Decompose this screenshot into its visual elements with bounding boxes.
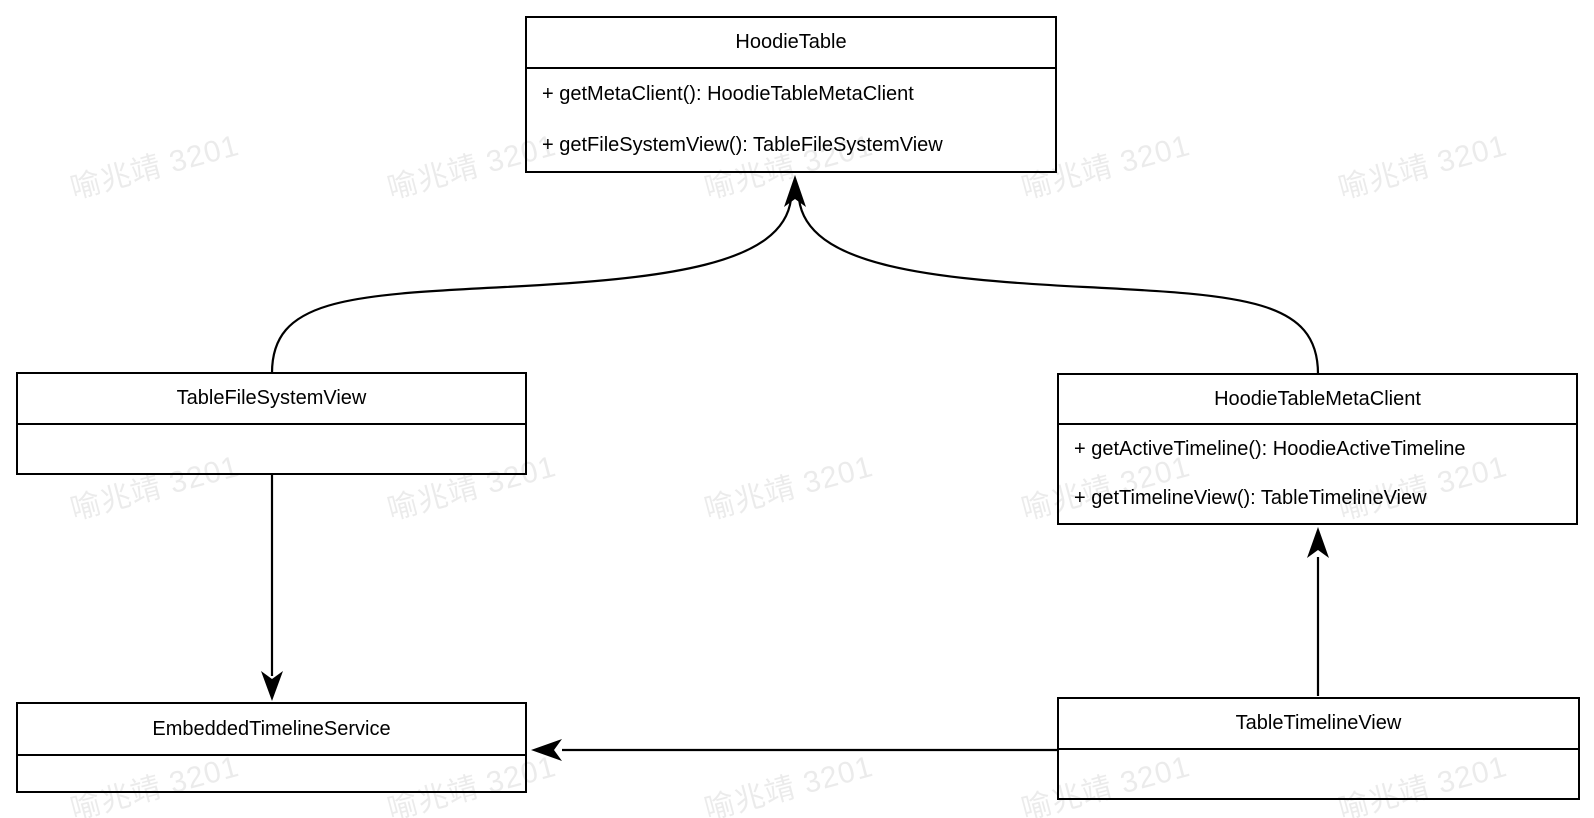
method-getfilesystemview: + getFileSystemView(): TableFileSystemVi…	[542, 134, 943, 156]
class-methods-empty	[1059, 750, 1578, 798]
class-methods: + getActiveTimeline(): HoodieActiveTimel…	[1059, 425, 1576, 523]
class-methods-empty	[18, 425, 525, 473]
arrowhead-up-hoodietablemetaclient	[1307, 527, 1329, 558]
class-embedded-timeline-service: EmbeddedTimelineService	[16, 702, 527, 793]
class-table-file-system-view: TableFileSystemView	[16, 372, 527, 475]
edge-tablefilesystemview-to-hoodietable	[270, 198, 793, 374]
class-hoodie-table-meta-client: HoodieTableMetaClient + getActiveTimelin…	[1057, 373, 1578, 525]
arrowhead-up-hoodietable	[784, 175, 806, 207]
class-title: TableFileSystemView	[18, 374, 525, 425]
edge-hoodietablemetaclient-to-hoodietable	[797, 198, 1320, 375]
class-methods-empty	[18, 756, 525, 791]
class-title: HoodieTableMetaClient	[1059, 375, 1576, 425]
class-table-timeline-view: TableTimelineView	[1057, 697, 1580, 800]
method-gettimelineview: + getTimelineView(): TableTimelineView	[1074, 487, 1427, 509]
method-getactivetimeline: + getActiveTimeline(): HoodieActiveTimel…	[1074, 438, 1466, 460]
class-methods: + getMetaClient(): HoodieTableMetaClient…	[527, 69, 1055, 171]
class-hoodie-table: HoodieTable + getMetaClient(): HoodieTab…	[525, 16, 1057, 173]
class-title: EmbeddedTimelineService	[18, 704, 525, 756]
class-title: HoodieTable	[527, 18, 1055, 69]
method-getmetaclient: + getMetaClient(): HoodieTableMetaClient	[542, 83, 914, 105]
arrowhead-left-embeddedtimelineservice	[531, 739, 562, 761]
arrowhead-down-embeddedtimelineservice	[261, 671, 283, 701]
class-title: TableTimelineView	[1059, 699, 1578, 750]
